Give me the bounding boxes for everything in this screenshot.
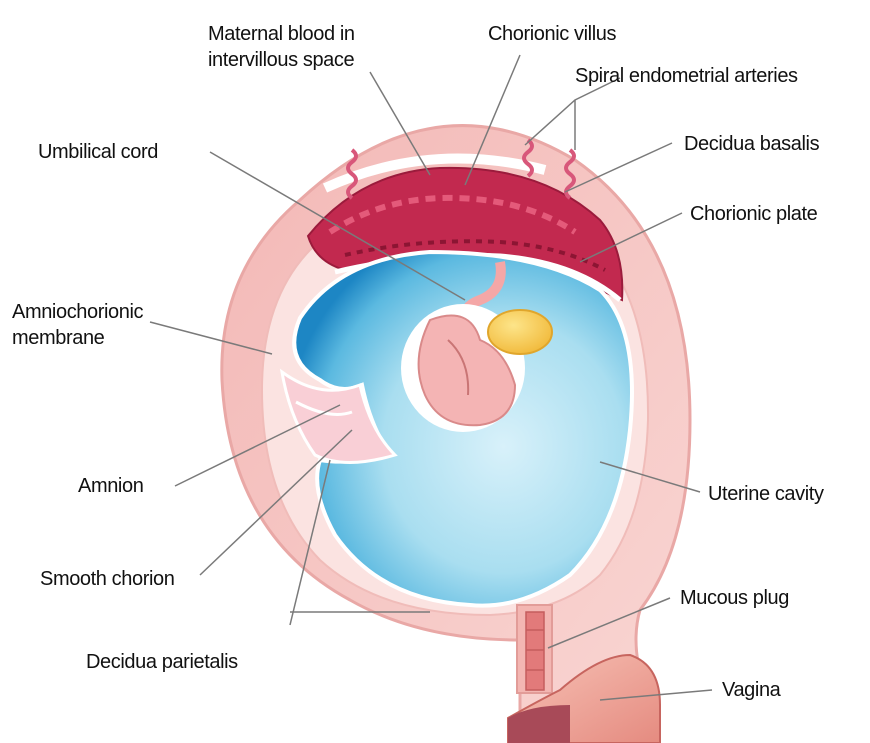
label-smooth-chorion: Smooth chorion [40,568,174,590]
label-uterine-cavity: Uterine cavity [708,483,824,505]
label-amnion: Amnion [78,475,143,497]
mucous-plug [526,612,544,690]
label-amniochorionic-line1: Amniochorionic [12,301,144,323]
label-maternal-blood-line1: Maternal blood in [208,23,355,45]
yolk-sac [488,310,552,354]
label-mucous-plug: Mucous plug [680,587,789,609]
leader-spiral-arteries [525,78,620,145]
label-umbilical-cord: Umbilical cord [38,141,158,163]
cervix [517,605,552,693]
label-decidua-parietalis: Decidua parietalis [86,651,238,673]
label-maternal-blood-line2: intervillous space [208,49,354,71]
label-vagina: Vagina [722,679,782,701]
label-chorionic-villus: Chorionic villus [488,23,616,45]
label-spiral-arteries: Spiral endometrial arteries [575,65,798,87]
label-amniochorionic-line2: membrane [12,327,105,349]
label-chorionic-plate: Chorionic plate [690,203,818,225]
label-decidua-basalis: Decidua basalis [684,133,820,155]
